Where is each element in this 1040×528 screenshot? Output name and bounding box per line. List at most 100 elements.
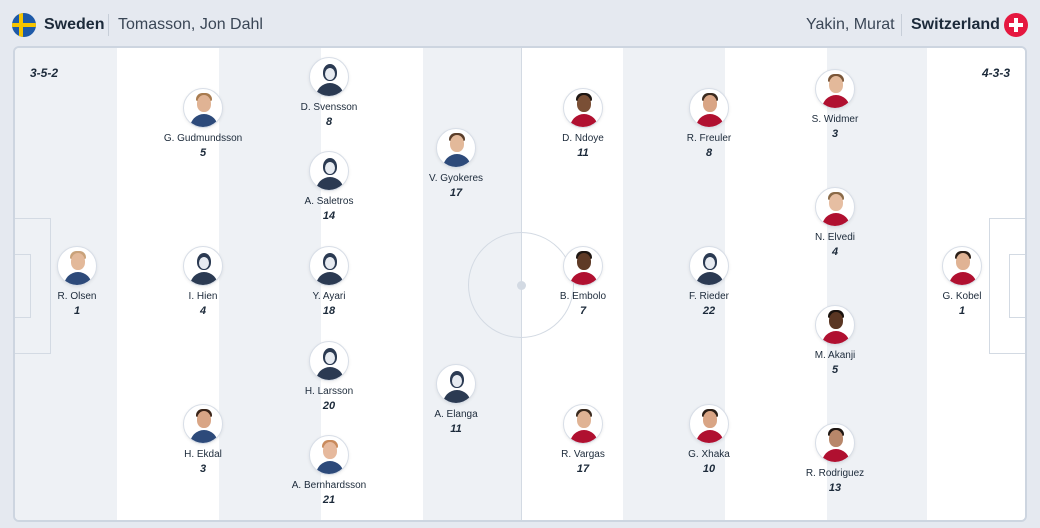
- player-placeholder-icon: [183, 246, 223, 286]
- player-v-gyokeres[interactable]: V. Gyokeres 17: [396, 128, 516, 200]
- player-name: F. Rieder: [688, 291, 729, 302]
- player-number: 21: [322, 494, 336, 506]
- player-y-ayari[interactable]: Y. Ayari 18: [269, 246, 389, 318]
- player-photo: [183, 404, 223, 444]
- player-placeholder-icon: [309, 341, 349, 381]
- home-goal-box: [15, 254, 31, 318]
- player-number: 7: [579, 305, 587, 317]
- away-team-name[interactable]: Switzerland: [911, 16, 1000, 33]
- away-formation: 4-3-3: [981, 66, 1010, 80]
- player-number: 14: [322, 210, 336, 222]
- player-a-bernhardsson[interactable]: A. Bernhardsson 21: [269, 435, 389, 507]
- player-i-hien[interactable]: I. Hien 4: [143, 246, 263, 318]
- player-r-freuler[interactable]: R. Freuler 8: [649, 88, 769, 160]
- player-name: D. Svensson: [300, 102, 358, 113]
- player-photo: [309, 435, 349, 475]
- player-photo: [815, 69, 855, 109]
- player-number: 1: [958, 305, 966, 317]
- player-s-widmer[interactable]: S. Widmer 3: [775, 69, 895, 141]
- home-coach-name[interactable]: Tomasson, Jon Dahl: [118, 16, 263, 33]
- player-number: 18: [322, 305, 336, 317]
- player-photo: [942, 246, 982, 286]
- player-number: 22: [702, 305, 716, 317]
- home-team-name[interactable]: Sweden: [44, 16, 105, 33]
- home-penalty-box: [15, 218, 51, 354]
- player-name: M. Akanji: [814, 350, 856, 361]
- player-h-ekdal[interactable]: H. Ekdal 3: [143, 404, 263, 476]
- player-number: 17: [449, 187, 463, 199]
- player-name: H. Larsson: [304, 386, 354, 397]
- player-b-embolo[interactable]: B. Embolo 7: [523, 246, 643, 318]
- player-photo: [815, 187, 855, 227]
- player-name: D. Ndoye: [562, 133, 604, 144]
- player-placeholder-icon: [689, 246, 729, 286]
- player-name: V. Gyokeres: [428, 173, 484, 184]
- player-h-larsson[interactable]: H. Larsson 20: [269, 341, 389, 413]
- player-number: 4: [199, 305, 207, 317]
- player-name: H. Ekdal: [184, 449, 222, 460]
- player-name: R. Olsen: [57, 291, 97, 302]
- player-placeholder-icon: [309, 151, 349, 191]
- player-placeholder-icon: [436, 364, 476, 404]
- player-name: N. Elvedi: [814, 232, 855, 243]
- player-d-svensson[interactable]: D. Svensson 8: [269, 57, 389, 129]
- player-number: 5: [199, 147, 207, 159]
- match-lineup-header: Sweden Tomasson, Jon Dahl Yakin, Murat S…: [0, 0, 1040, 46]
- player-r-rodriguez[interactable]: R. Rodriguez 13: [775, 423, 895, 495]
- player-number: 4: [831, 246, 839, 258]
- player-number: 17: [576, 463, 590, 475]
- player-name: A. Bernhardsson: [291, 480, 367, 491]
- player-name: R. Vargas: [561, 449, 605, 460]
- player-g-xhaka[interactable]: G. Xhaka 10: [649, 404, 769, 476]
- player-number: 8: [705, 147, 713, 159]
- player-photo: [815, 305, 855, 345]
- player-name: G. Kobel: [942, 291, 982, 302]
- away-goal-box: [1009, 254, 1025, 318]
- player-photo: [563, 246, 603, 286]
- player-photo: [563, 404, 603, 444]
- sweden-flag-icon: [12, 13, 36, 37]
- player-number: 11: [577, 147, 589, 159]
- player-photo: [689, 404, 729, 444]
- player-photo: [563, 88, 603, 128]
- center-circle: [468, 232, 574, 338]
- player-number: 20: [322, 400, 336, 412]
- player-r-vargas[interactable]: R. Vargas 17: [523, 404, 643, 476]
- switzerland-flag-icon: [1004, 13, 1028, 37]
- player-placeholder-icon: [309, 57, 349, 97]
- player-g-kobel[interactable]: G. Kobel 1: [902, 246, 1022, 318]
- player-photo: [57, 246, 97, 286]
- player-name: A. Elanga: [434, 409, 478, 420]
- center-spot: [517, 281, 526, 290]
- player-name: R. Freuler: [686, 133, 732, 144]
- away-coach-name[interactable]: Yakin, Murat: [806, 16, 895, 33]
- player-d-ndoye[interactable]: D. Ndoye 11: [523, 88, 643, 160]
- player-name: S. Widmer: [811, 114, 859, 125]
- player-n-elvedi[interactable]: N. Elvedi 4: [775, 187, 895, 259]
- player-number: 13: [828, 482, 842, 494]
- player-m-akanji[interactable]: M. Akanji 5: [775, 305, 895, 377]
- player-name: R. Rodriguez: [805, 468, 865, 479]
- player-photo: [815, 423, 855, 463]
- player-r-olsen[interactable]: R. Olsen 1: [17, 246, 137, 318]
- player-placeholder-icon: [309, 246, 349, 286]
- player-number: 8: [325, 116, 333, 128]
- home-formation: 3-5-2: [30, 66, 59, 80]
- player-number: 11: [450, 423, 462, 435]
- player-a-saletros[interactable]: A. Saletros 14: [269, 151, 389, 223]
- player-name: G. Xhaka: [688, 449, 730, 460]
- player-a-elanga[interactable]: A. Elanga 11: [396, 364, 516, 436]
- player-photo: [689, 88, 729, 128]
- player-name: I. Hien: [188, 291, 218, 302]
- player-number: 10: [702, 463, 716, 475]
- player-name: A. Saletros: [304, 196, 354, 207]
- player-number: 3: [831, 128, 839, 140]
- player-f-rieder[interactable]: F. Rieder 22: [649, 246, 769, 318]
- player-photo: [183, 88, 223, 128]
- player-number: 1: [73, 305, 81, 317]
- divider: [901, 14, 902, 36]
- player-photo: [436, 128, 476, 168]
- player-g-gudmundsson[interactable]: G. Gudmundsson 5: [143, 88, 263, 160]
- away-penalty-box: [989, 218, 1025, 354]
- divider: [108, 14, 109, 36]
